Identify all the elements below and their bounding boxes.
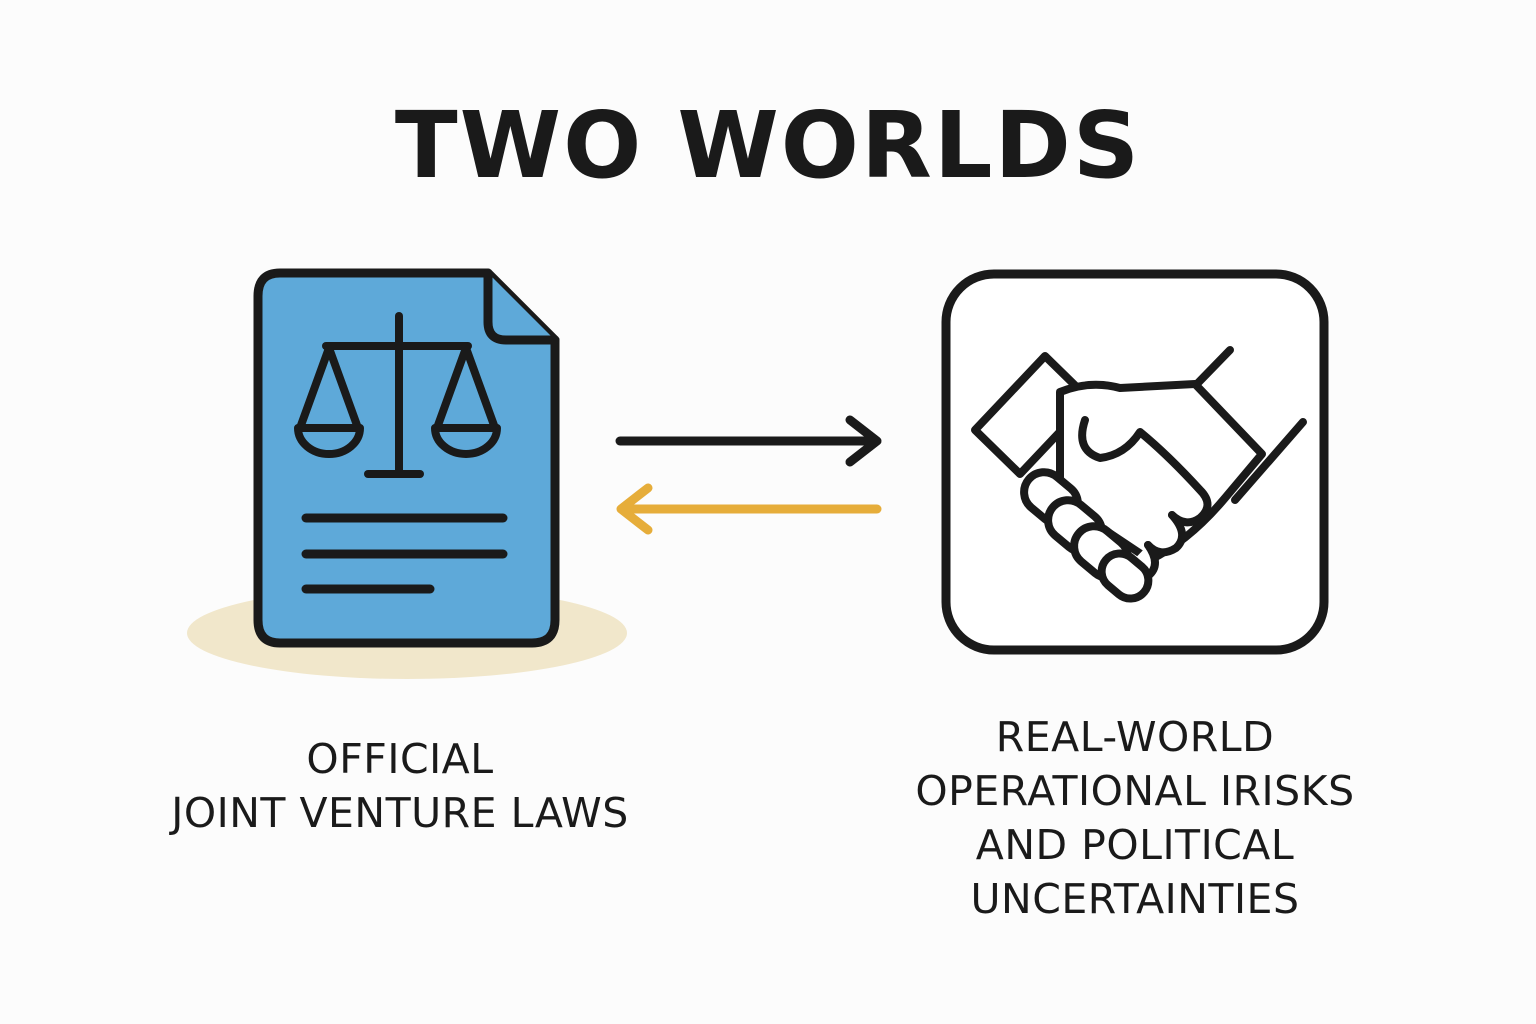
left-label-line-2: JOINT VENTURE LAWS	[171, 789, 629, 837]
legal-document-scales-icon	[253, 268, 560, 648]
right-label: REAL-WORLD OPERATIONAL IRISKS AND POLITI…	[850, 710, 1420, 926]
forward-arrow	[615, 415, 882, 467]
backward-arrow	[616, 483, 882, 535]
right-label-line-1: REAL-WORLD	[995, 713, 1275, 761]
diagram-title: TWO WORLDS	[394, 92, 1142, 199]
right-label-line-3: AND POLITICAL	[975, 821, 1295, 869]
left-label: OFFICIAL JOINT VENTURE LAWS	[120, 732, 680, 840]
handshake-icon	[971, 346, 1307, 603]
right-label-line-2: OPERATIONAL IRISKS	[915, 767, 1355, 815]
right-label-line-4: UNCERTAINTIES	[970, 875, 1300, 923]
left-label-line-1: OFFICIAL	[306, 735, 494, 783]
